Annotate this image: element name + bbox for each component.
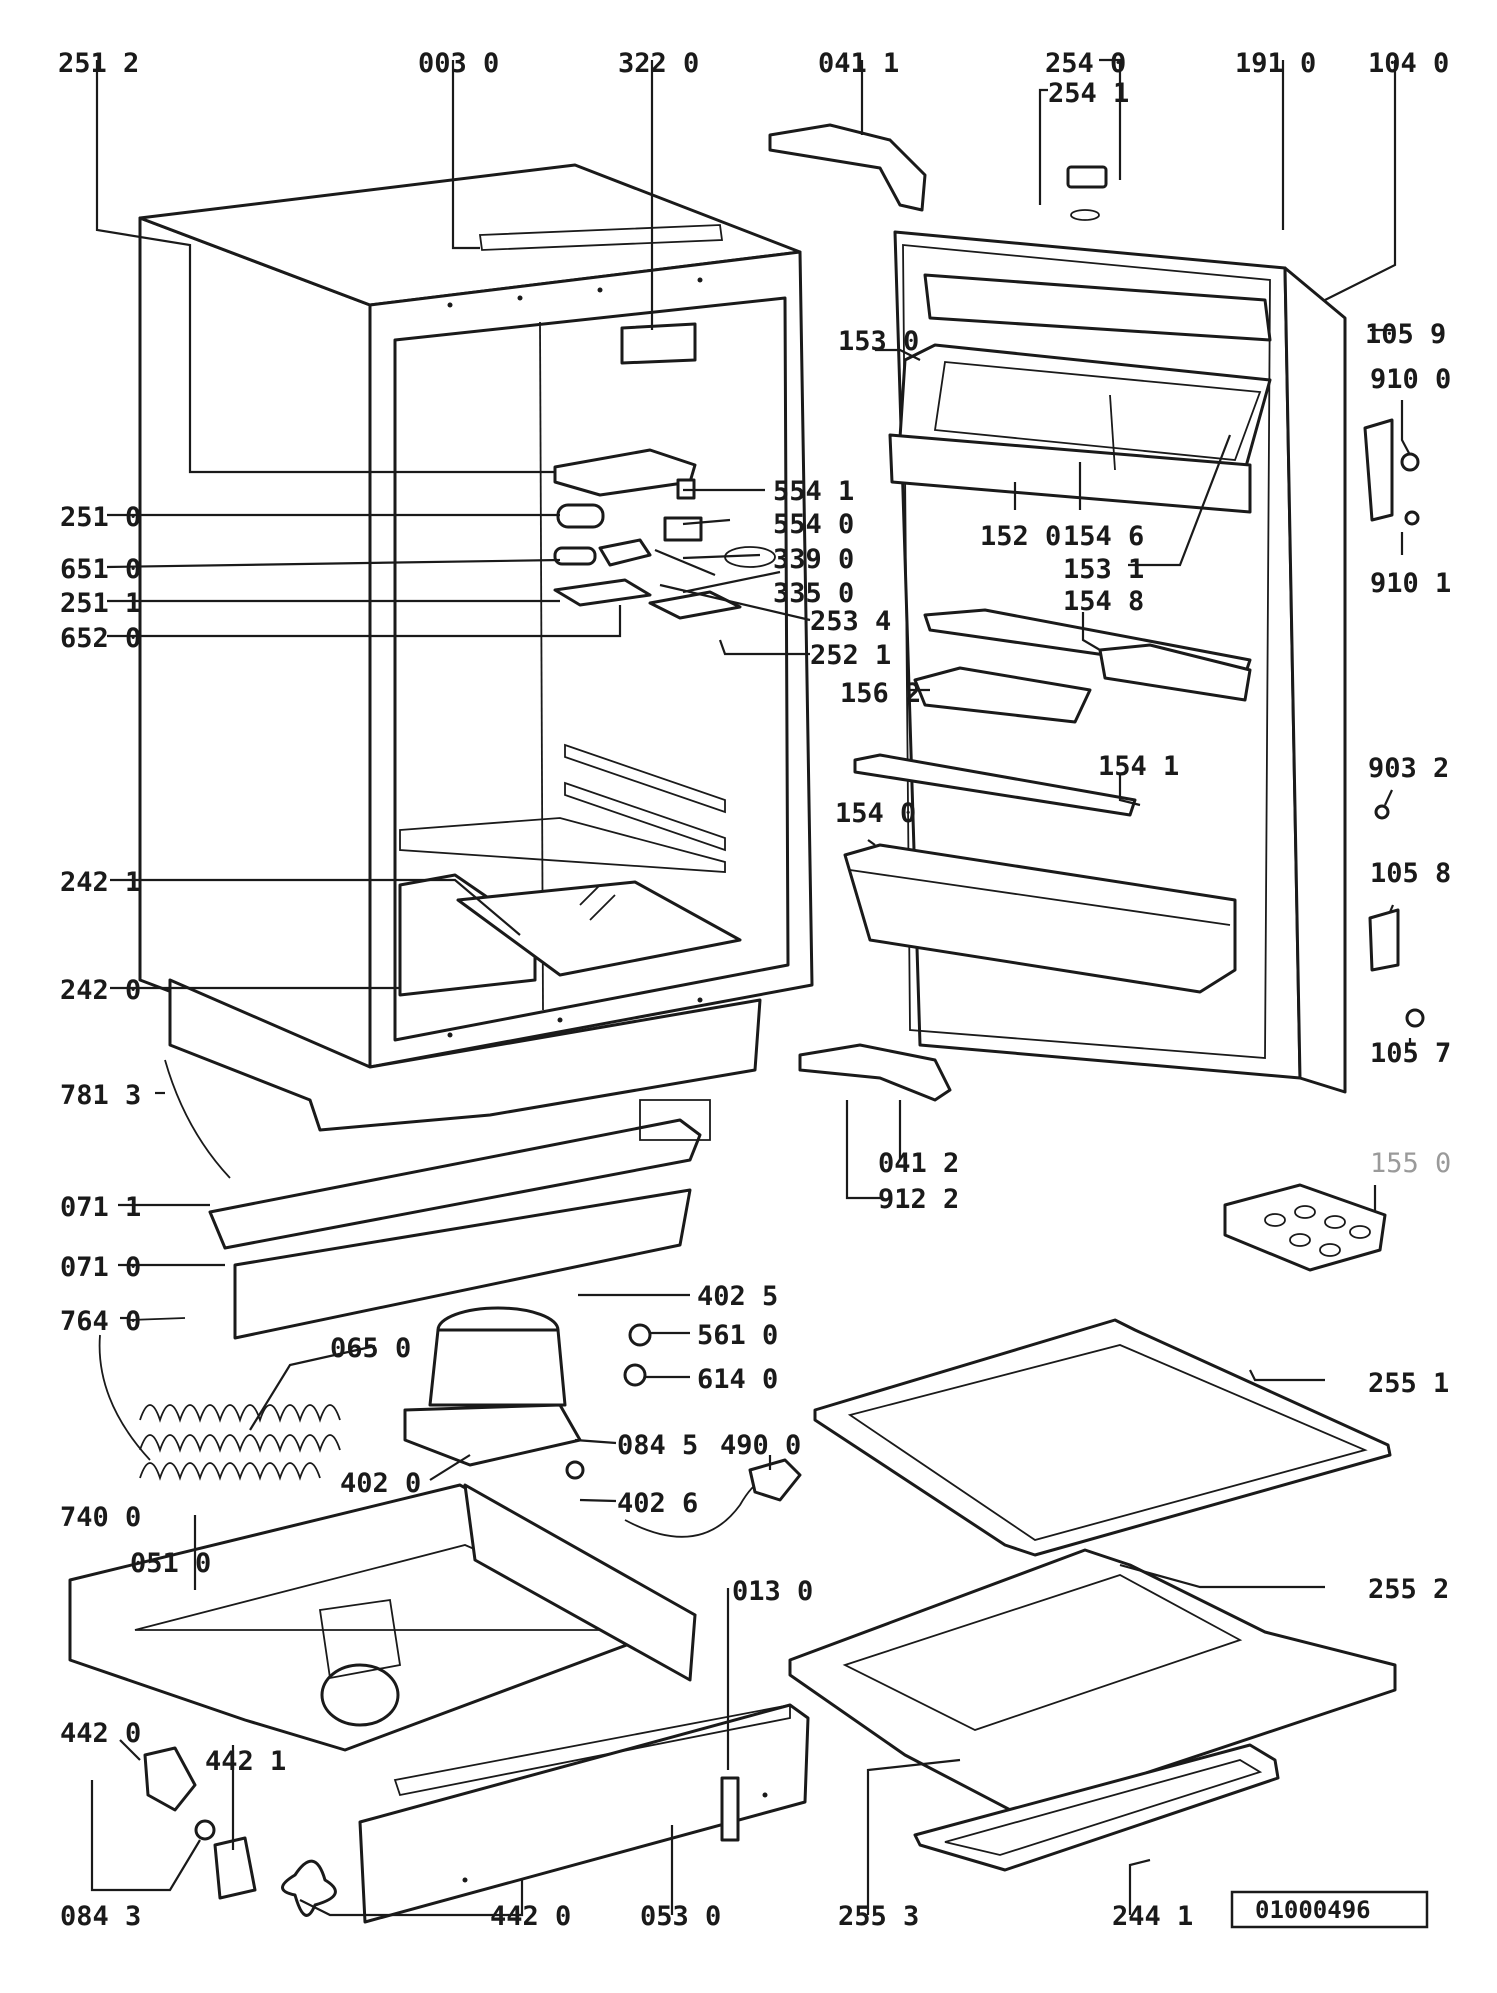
- label-071-1: 071 1: [60, 1192, 141, 1223]
- label-084-5: 084 5: [617, 1430, 698, 1461]
- label-105-7: 105 7: [1370, 1038, 1451, 1069]
- label-764-0: 764 0: [60, 1306, 141, 1337]
- label-339-0: 339 0: [773, 544, 854, 575]
- label-255-2: 255 2: [1368, 1574, 1449, 1605]
- label-013-0: 013 0: [732, 1576, 813, 1607]
- hinges-hardware: [768, 123, 1425, 1102]
- label-053-0: 053 0: [640, 1901, 721, 1932]
- label-252-1: 252 1: [810, 640, 891, 671]
- egg-tray: [1223, 1183, 1387, 1272]
- label-442-0-left: 442 0: [60, 1718, 141, 1749]
- label-781-3: 781 3: [60, 1080, 141, 1111]
- label-041-1: 041 1: [818, 48, 899, 79]
- label-490-0: 490 0: [720, 1430, 801, 1461]
- label-084-3: 084 3: [60, 1901, 141, 1932]
- label-154-8: 154 8: [1063, 586, 1144, 617]
- label-071-0: 071 0: [60, 1252, 141, 1283]
- label-154-1: 154 1: [1098, 751, 1179, 782]
- label-155-0: 155 0: [1370, 1148, 1451, 1179]
- label-242-0: 242 0: [60, 975, 141, 1006]
- label-903-2: 903 2: [1368, 753, 1449, 784]
- document-number: 01000496: [1255, 1896, 1371, 1924]
- label-402-6: 402 6: [617, 1488, 698, 1519]
- label-912-2: 912 2: [878, 1184, 959, 1215]
- label-154-6: 154 6: [1063, 521, 1144, 552]
- label-910-1: 910 1: [1370, 568, 1451, 599]
- cabinet: [138, 163, 814, 1132]
- condenser-coil: [139, 1404, 341, 1481]
- label-254-0: 254 0: [1045, 48, 1126, 79]
- label-244-1: 244 1: [1112, 1901, 1193, 1932]
- label-335-0: 335 0: [773, 578, 854, 609]
- label-105-9: 105 9: [1365, 319, 1446, 350]
- label-322-0: 322 0: [618, 48, 699, 79]
- label-003-0: 003 0: [418, 48, 499, 79]
- label-614-0: 614 0: [697, 1364, 778, 1395]
- label-105-8: 105 8: [1370, 858, 1451, 889]
- label-255-1: 255 1: [1368, 1368, 1449, 1399]
- label-153-0: 153 0: [838, 326, 919, 357]
- label-051-0: 051 0: [130, 1548, 211, 1579]
- label-402-0: 402 0: [340, 1468, 421, 1499]
- part-labels: 251 2 003 0 322 0 041 1 254 0 254 1 191 …: [58, 48, 1451, 1932]
- fan-parts: [143, 1746, 740, 1917]
- label-251-2: 251 2: [58, 48, 139, 79]
- label-153-1: 153 1: [1063, 554, 1144, 585]
- label-152-0: 152 0: [980, 521, 1061, 552]
- document-number-box: 01000496: [1230, 1890, 1429, 1929]
- leader-lines: [90, 58, 1412, 1917]
- label-442-0-bottom: 442 0: [490, 1901, 571, 1932]
- label-156-2: 156 2: [840, 678, 921, 709]
- label-104-0: 104 0: [1368, 48, 1449, 79]
- label-253-4: 253 4: [810, 606, 891, 637]
- label-740-0: 740 0: [60, 1502, 141, 1533]
- compressor-group: [98, 1306, 802, 1538]
- base-tray: [68, 1483, 697, 1752]
- label-251-0: 251 0: [60, 502, 141, 533]
- label-442-1: 442 1: [205, 1746, 286, 1777]
- label-251-1: 251 1: [60, 588, 141, 619]
- label-554-1: 554 1: [773, 476, 854, 507]
- label-154-0: 154 0: [835, 798, 916, 829]
- base-rails: [164, 1059, 711, 1340]
- glass-shelves: [788, 1318, 1397, 1872]
- label-561-0: 561 0: [697, 1320, 778, 1351]
- label-651-0: 651 0: [60, 554, 141, 585]
- label-402-5: 402 5: [697, 1281, 778, 1312]
- front-panel: [358, 1703, 810, 1924]
- label-910-0: 910 0: [1370, 364, 1451, 395]
- label-652-0: 652 0: [60, 623, 141, 654]
- label-554-0: 554 0: [773, 509, 854, 540]
- label-065-0: 065 0: [330, 1333, 411, 1364]
- door: [843, 230, 1347, 1094]
- label-255-3: 255 3: [838, 1901, 919, 1932]
- label-242-1: 242 1: [60, 867, 141, 898]
- label-191-0: 191 0: [1235, 48, 1316, 79]
- label-254-1: 254 1: [1048, 78, 1129, 109]
- label-041-2: 041 2: [878, 1148, 959, 1179]
